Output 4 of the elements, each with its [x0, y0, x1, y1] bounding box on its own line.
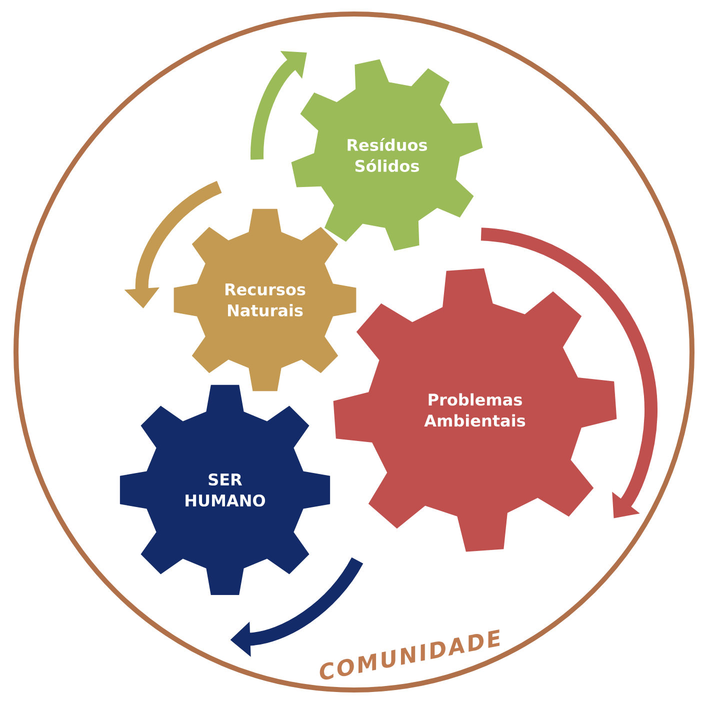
gear: SER HUMANO: [120, 384, 330, 596]
gear: Problemas Ambientais: [333, 268, 617, 552]
gear: Recursos Naturais: [174, 208, 356, 392]
gear: Resíduos Sólidos: [291, 59, 483, 251]
